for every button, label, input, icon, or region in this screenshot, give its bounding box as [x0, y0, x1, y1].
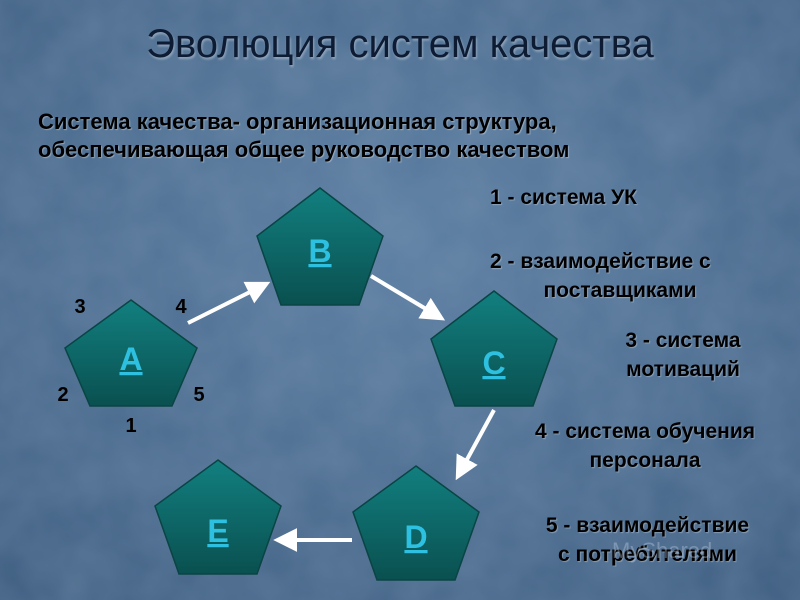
- definition-line-1: Система качества- организационная структ…: [38, 109, 557, 134]
- arrow-c-to-d: [455, 409, 496, 481]
- node-d-label[interactable]: D: [404, 519, 427, 555]
- arrow-a-to-b: [187, 281, 271, 325]
- arrow-b-to-c: [369, 274, 446, 321]
- pentagon-d: D: [352, 465, 480, 581]
- legend-item-5: 5 - взаимодействие с потребителями: [505, 511, 790, 569]
- edge-number-4: 4: [175, 296, 187, 318]
- pentagon-b: B: [256, 187, 384, 306]
- legend-item-2: 2 - взаимодействие с поставщиками: [490, 247, 790, 305]
- node-e-label[interactable]: E: [207, 513, 228, 549]
- legend-item-5-line-1: 5 - взаимодействие: [545, 514, 750, 537]
- legend-item-3: 3 - система мотиваций: [598, 326, 768, 384]
- legend-item-4-line-2: персонала: [589, 449, 701, 472]
- legend-item-4: 4 - система обучения персонала: [495, 417, 795, 475]
- legend-item-5-line-2: с потребителями: [558, 543, 737, 566]
- edge-number-5: 5: [193, 384, 204, 406]
- pentagon-c: C: [430, 290, 558, 407]
- legend-item-1: 1 - система УК: [490, 183, 637, 212]
- pentagon-e: E: [154, 459, 282, 575]
- edge-number-1: 1: [125, 415, 136, 437]
- edge-number-3: 3: [74, 296, 85, 318]
- node-c-label[interactable]: C: [482, 345, 505, 381]
- edge-number-2: 2: [57, 384, 68, 406]
- node-b-label[interactable]: B: [308, 233, 331, 269]
- definition-line-2: обеспечивающая общее руководство качеств…: [38, 137, 570, 162]
- legend-item-3-line-1: 3 - система: [625, 329, 741, 352]
- watermark: MyShared: [612, 538, 713, 563]
- legend-item-1-text: 1 - система УК: [490, 186, 637, 209]
- pentagon-a: A: [64, 299, 198, 407]
- legend-item-4-line-1: 4 - система обучения: [535, 420, 755, 443]
- node-a-label[interactable]: A: [119, 341, 142, 377]
- slide-title: Эволюция систем качества: [146, 22, 654, 66]
- legend-item-3-line-2: мотиваций: [626, 358, 740, 381]
- legend-item-2-line-2: поставщиками: [543, 279, 697, 302]
- definition-text: Система качества- организационная структ…: [38, 108, 758, 164]
- legend-item-2-line-1: 2 - взаимодействие с: [490, 250, 711, 273]
